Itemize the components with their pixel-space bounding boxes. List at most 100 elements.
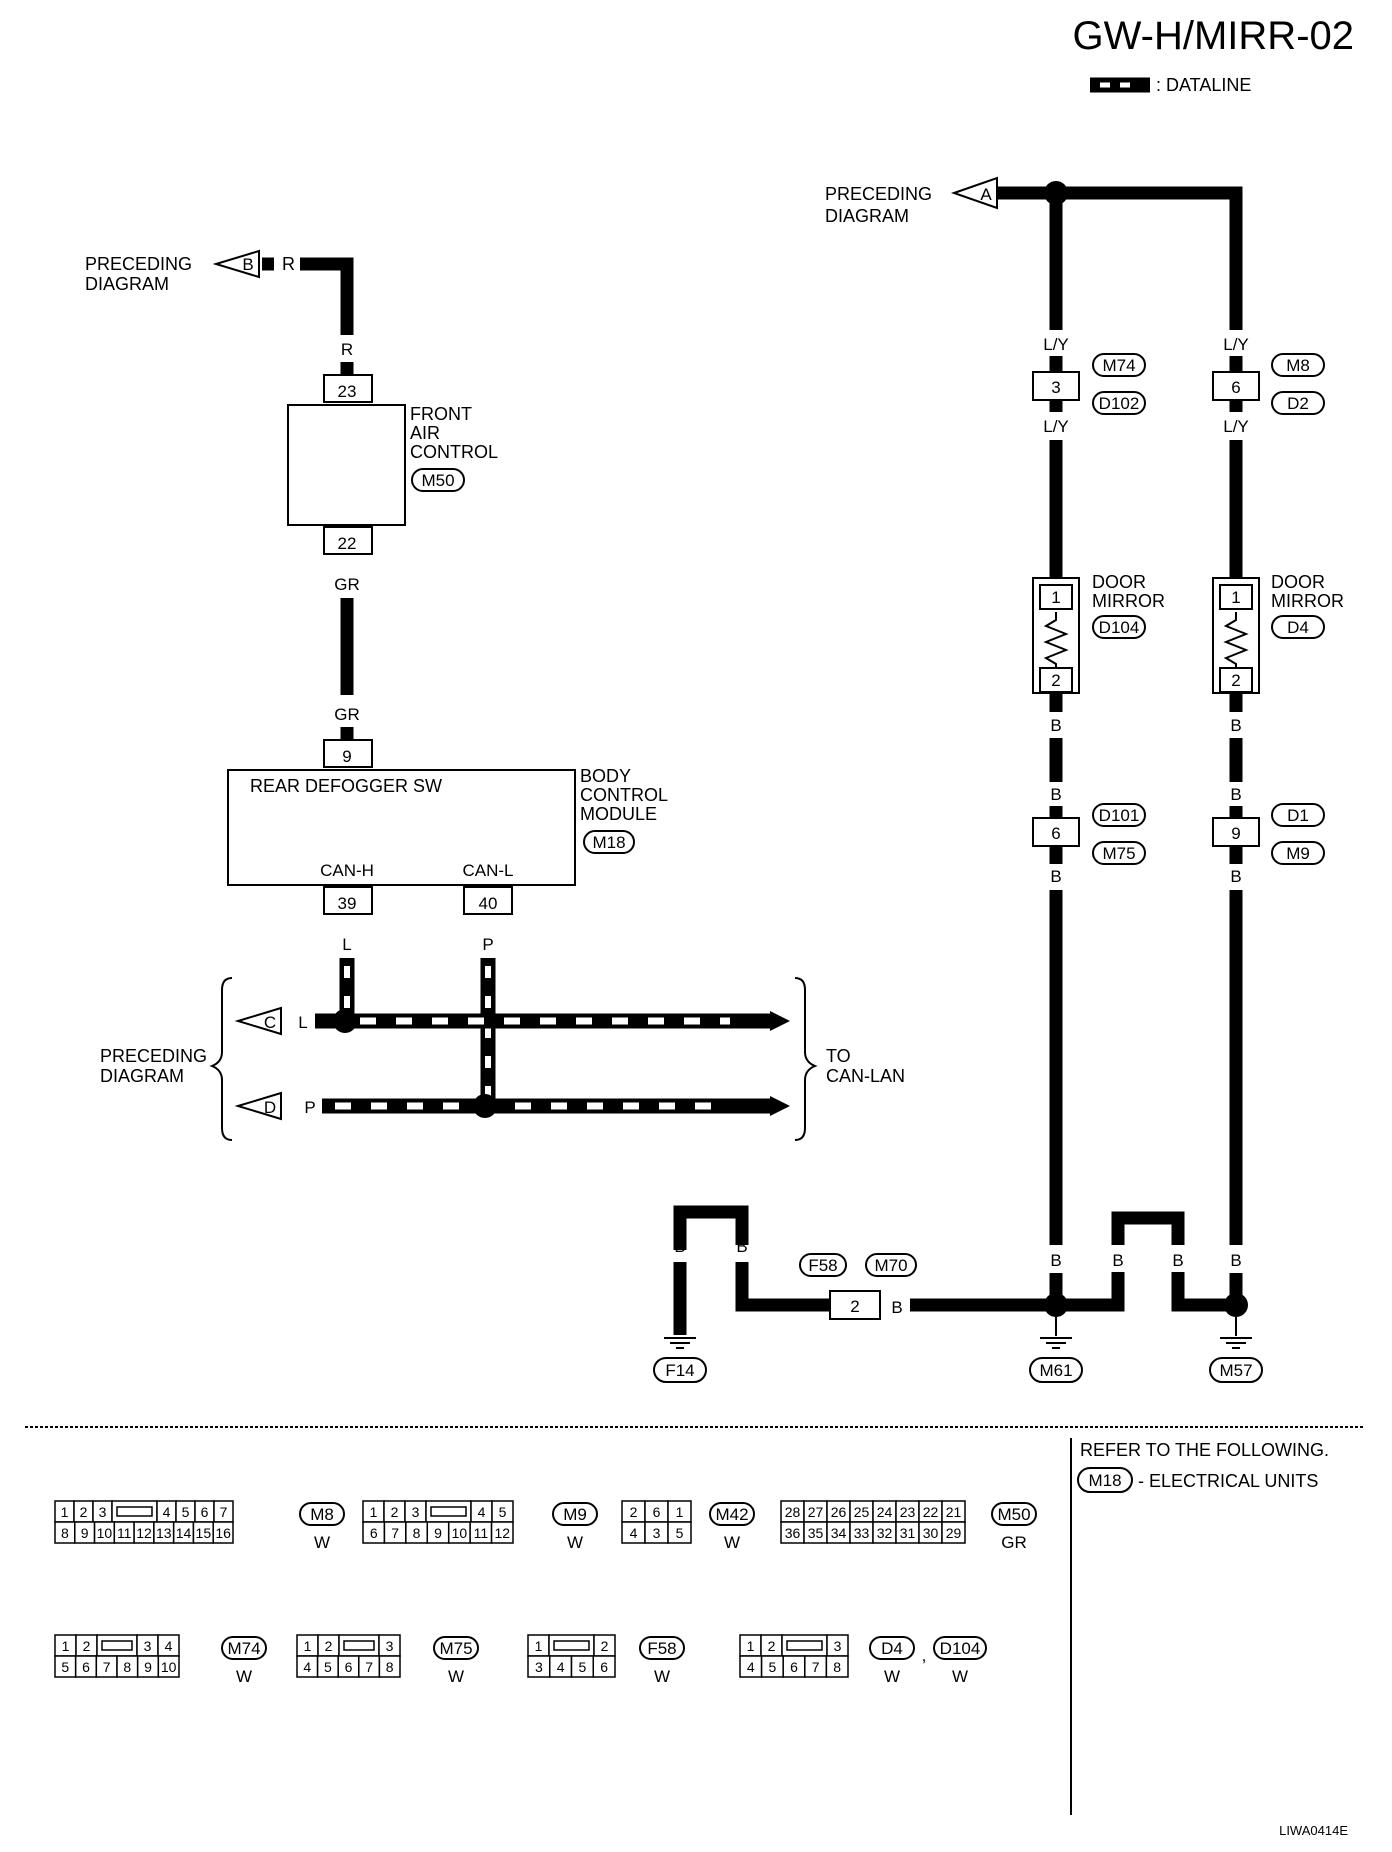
wire-b-r4: B [1230,1251,1241,1270]
wire-p-label: P [482,935,493,954]
pin-number: 6 [790,1659,798,1675]
pin-number: 31 [900,1525,916,1541]
front-air-control-box [287,404,406,526]
ground-loop-f14 [673,1205,749,1250]
pin-number: 10 [161,1659,177,1675]
ground-m57: M57 [1219,1361,1252,1380]
lock-slot-icon [430,1506,467,1517]
pin-number: 15 [196,1525,212,1541]
heater-left-icon [1043,612,1069,670]
ref-c: C [264,1013,276,1032]
pin-number: 29 [946,1525,962,1541]
conn-m74: M74 [1102,356,1135,375]
connector-color: W [567,1533,583,1552]
door-mirror-right-2: MIRROR [1271,591,1344,611]
connector-id: D104 [940,1639,981,1658]
ground-f14-icon [664,1337,696,1349]
connector-color: W [884,1667,900,1686]
connector-color: W [724,1533,740,1552]
connector-m18-tag [583,830,635,854]
pin-number: 3 [412,1504,420,1520]
pin-22: 22 [338,534,357,553]
pin-number: 1 [747,1638,755,1654]
pin-number: 24 [877,1504,893,1520]
svg-text:2: 2 [1231,671,1240,690]
pin-number: 8 [123,1659,131,1675]
pin-number: 9 [144,1659,152,1675]
pin-39: 39 [338,894,357,913]
pin-number: 3 [144,1638,152,1654]
pin-number: 33 [854,1525,870,1541]
pin-number: 6 [345,1659,353,1675]
conn-m75: M75 [1102,844,1135,863]
wire-b-g2: B [736,1237,747,1256]
pin-3: 3 [1051,378,1060,397]
conn-d2: D2 [1287,394,1309,413]
pin-number: 5 [499,1504,507,1520]
wire-ly-3: L/Y [1223,335,1249,354]
pin-number: 7 [812,1659,820,1675]
conn-m8: M8 [1286,356,1310,375]
pin-number: 6 [82,1659,90,1675]
pin-number: 4 [163,1504,171,1520]
wire-gr-label-1: GR [334,575,360,594]
pin-number: 4 [630,1525,638,1541]
connector-separator: , [922,1646,927,1665]
pin-number: 8 [413,1525,421,1541]
connector-color: W [952,1667,968,1686]
wire-ly-4: L/Y [1223,417,1249,436]
wire-b-r1: B [1230,716,1241,735]
pin-number: 5 [578,1659,586,1675]
pin-number: 5 [61,1659,69,1675]
svg-text:2: 2 [1051,671,1060,690]
pin-9-right: 9 [1231,824,1240,843]
connector-m50-tag [411,468,465,492]
ground-f14: F14 [665,1361,694,1380]
connector-id: M50 [997,1505,1030,1524]
pin-number: 9 [81,1525,89,1541]
pin-number: 36 [785,1525,801,1541]
pin-number: 1 [676,1504,684,1520]
body-control-module-box [227,769,576,886]
connector-color: W [654,1667,670,1686]
pin-number: 8 [386,1659,394,1675]
pin-6-left: 6 [1051,824,1060,843]
svg-text:M50: M50 [421,471,454,490]
junction-m57 [1224,1293,1248,1317]
wire-gr-label-2: GR [334,705,360,724]
refer-connector: M18 [1088,1471,1121,1490]
conn-d104: D104 [1099,618,1140,637]
wire-l-label: L [342,935,351,954]
lock-slot-icon [553,1640,590,1651]
pin-40: 40 [479,894,498,913]
svg-text:M18: M18 [592,833,625,852]
pin-number: 8 [833,1659,841,1675]
pin-number: 21 [946,1504,962,1520]
pin-6-right: 6 [1231,378,1240,397]
pin-number: 30 [923,1525,939,1541]
wire-b-r2: B [1230,785,1241,804]
pin-number: 1 [370,1504,378,1520]
pin-number: 11 [117,1525,132,1541]
preceding-a-label-1: PRECEDING [825,184,932,204]
wire-l-left: L [298,1013,307,1032]
pin-number: 6 [201,1504,209,1520]
wire-b-l1: B [1050,716,1061,735]
pin-number: 4 [478,1504,486,1520]
pin-number: 35 [808,1525,824,1541]
front-air-name-3: CONTROL [410,442,498,462]
svg-text:1: 1 [1051,588,1060,607]
pin-number: 2 [391,1504,399,1520]
to-can-lan-1: TO [826,1046,851,1066]
pin-number: 2 [80,1504,88,1520]
pin-number: 12 [494,1525,510,1541]
pin-number: 2 [601,1638,609,1654]
pin-number: 9 [434,1525,442,1541]
pin-number: 4 [165,1638,173,1654]
connector-id: D4 [881,1639,903,1658]
connector-color: W [448,1667,464,1686]
